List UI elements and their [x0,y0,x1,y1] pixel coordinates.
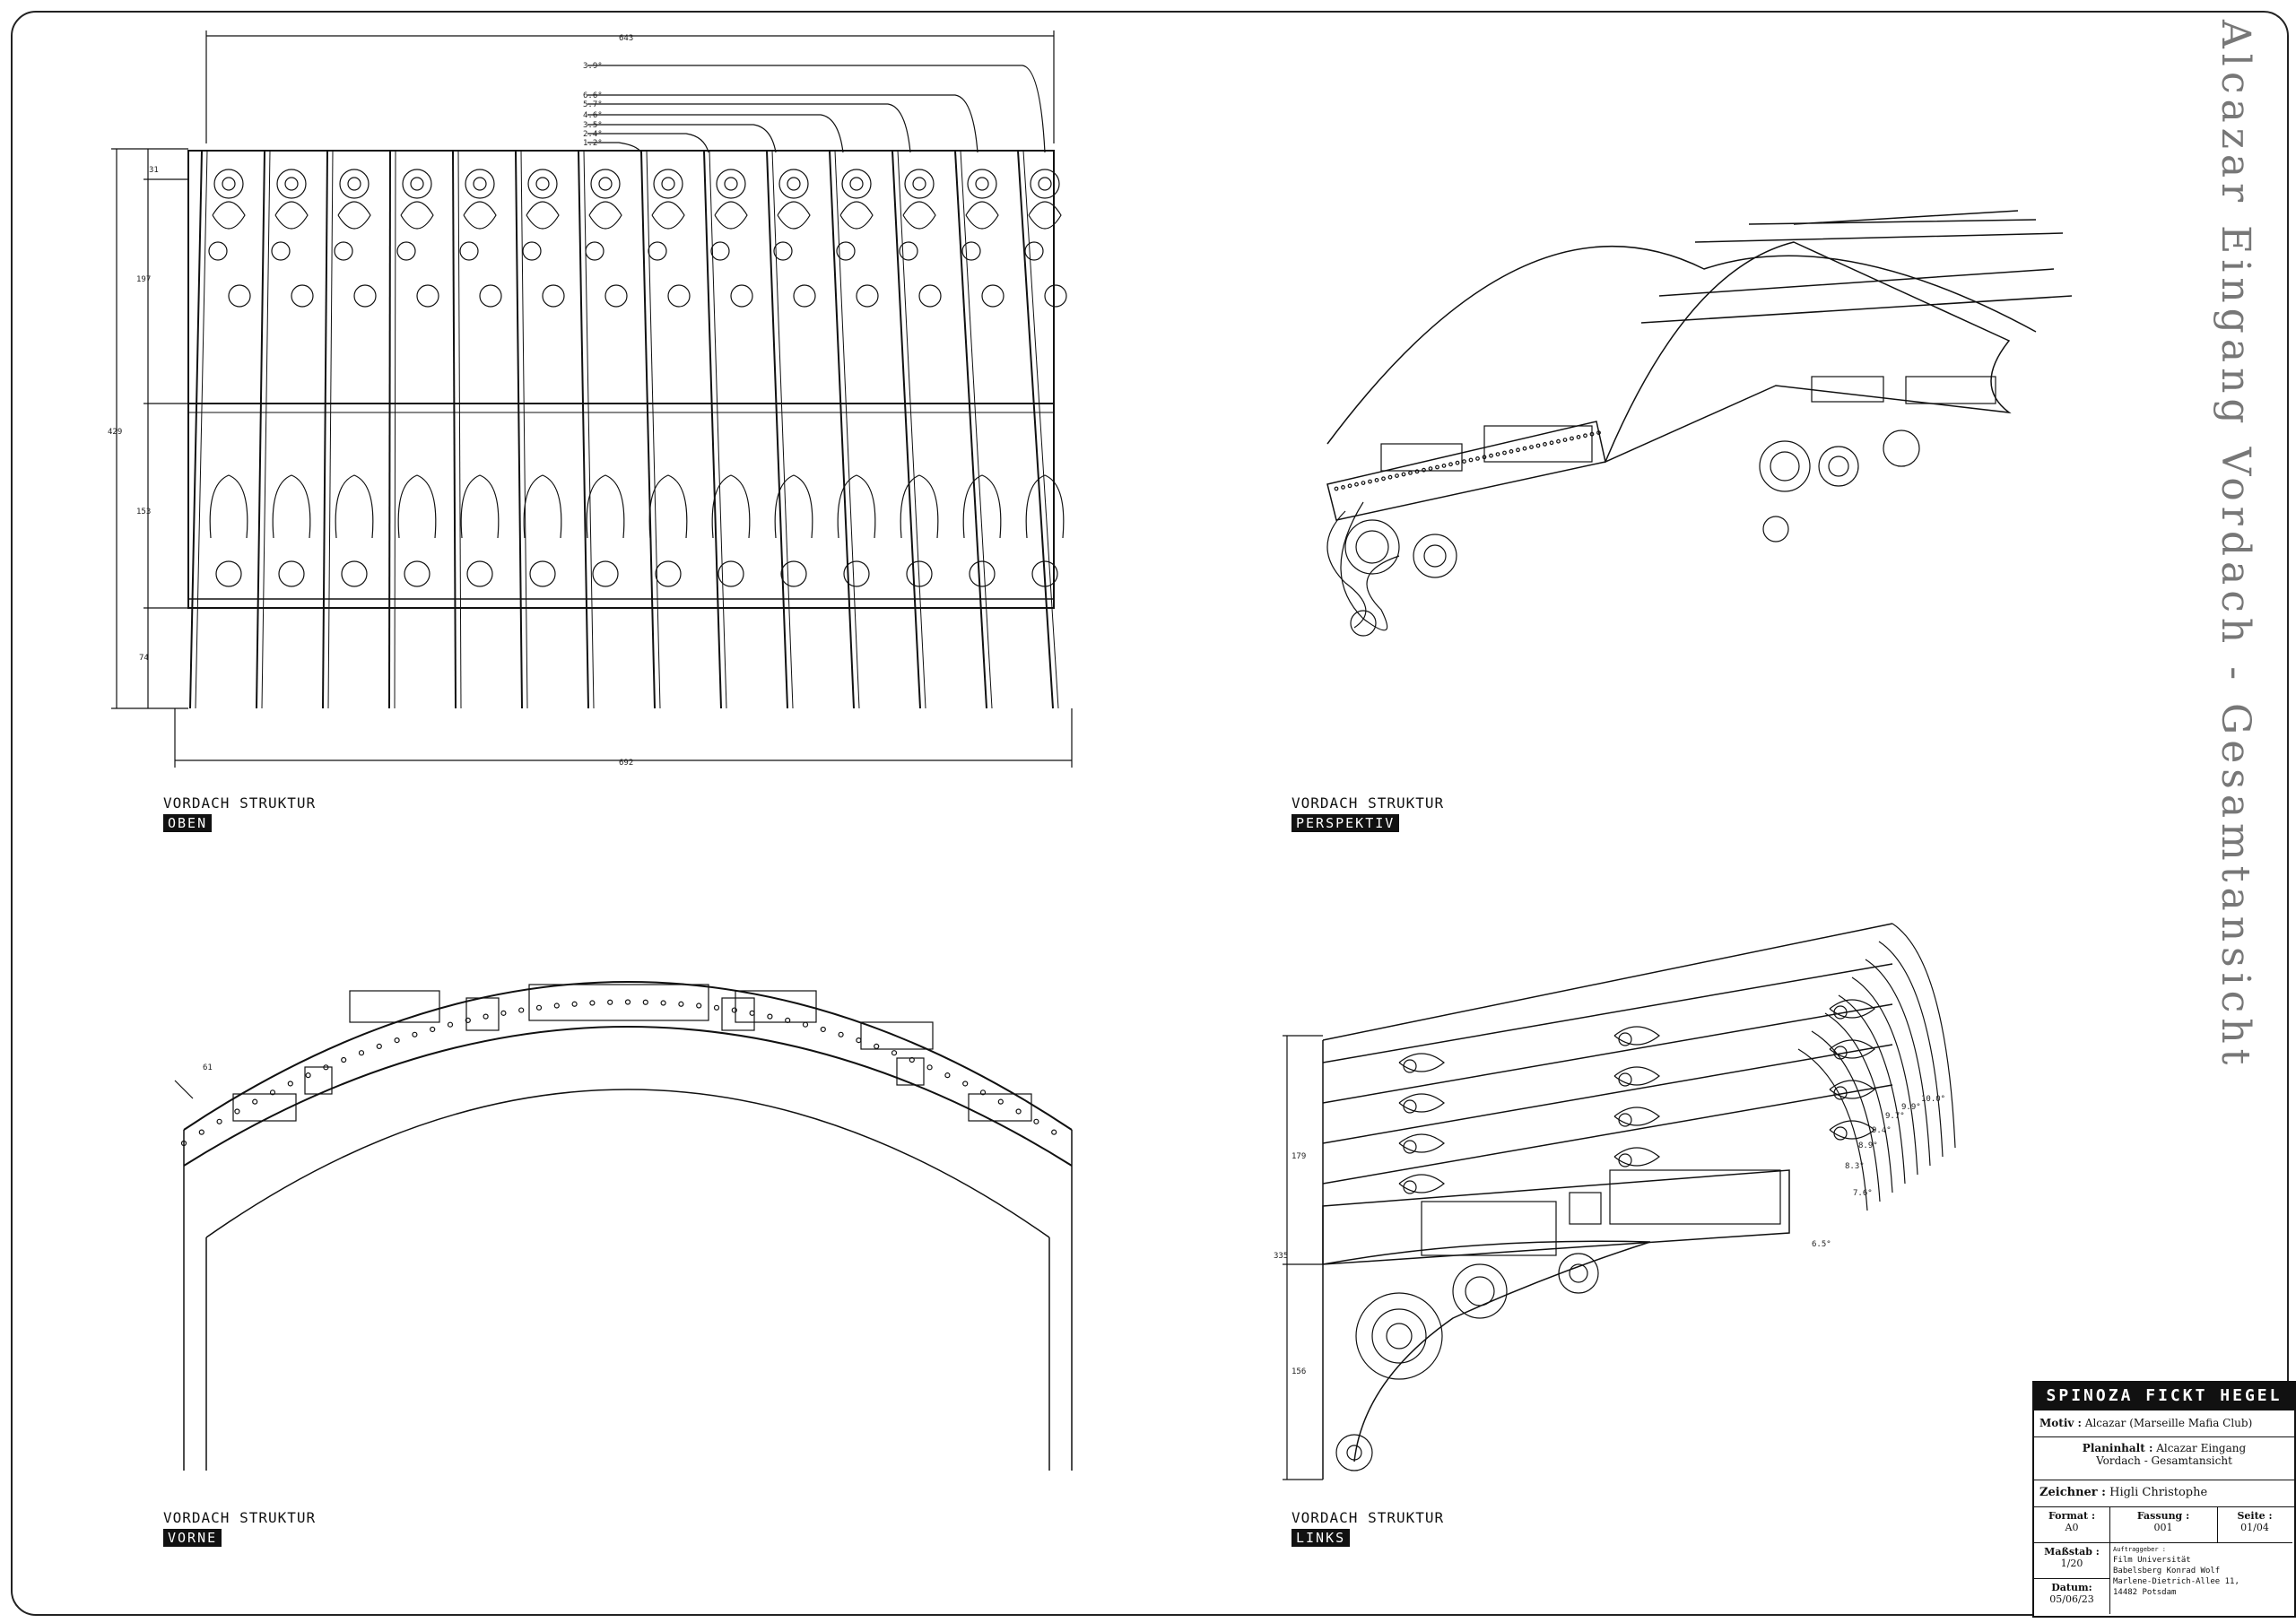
project-name: SPINOZA FICKT HEGEL [2034,1383,2294,1410]
auftraggeber-cell: Auftraggeber : Film Universität Babelsbe… [2113,1544,2289,1598]
dim-angle-7: 1.2° [583,139,603,148]
caption-subtitle: VORNE [163,1529,222,1547]
dim-side-angle-2: 9.9° [1901,1103,1921,1112]
zeichner-row: Zeichner : Higli Christophe [2034,1480,2294,1507]
motiv-row: Motiv : Alcazar (Marseille Mafia Club) [2034,1410,2294,1437]
format-label: Format : [2048,1510,2096,1522]
caption-title: VORDACH STRUKTUR [163,1509,317,1526]
auftraggeber-line: Babelsberg Konrad Wolf [2113,1567,2221,1575]
caption-title: VORDACH STRUKTUR [1292,1509,1445,1526]
dim-angle-5: 3.5° [583,121,603,130]
motiv-label: Motiv : [2039,1417,2082,1429]
dim-side-angle-5: 8.9° [1858,1141,1878,1150]
format-value: A0 [2065,1522,2079,1533]
title-block: SPINOZA FICKT HEGEL Motiv : Alcazar (Mar… [2032,1381,2296,1618]
fassung-label: Fassung : [2136,1510,2190,1522]
massstab-label: Maßstab : [2044,1546,2100,1558]
dim-angle-4: 4.6° [583,111,603,120]
datum-label: Datum: [2051,1582,2092,1593]
format-cell: Format : A0 [2034,1506,2110,1543]
dim-seg-2: 197 [136,275,151,284]
dim-side-angle-3: 9.7° [1885,1112,1905,1121]
caption-perspective-view: VORDACH STRUKTUR PERSPEKTIV [1292,794,1444,832]
fassung-value: 001 [2153,1522,2173,1533]
dim-angle-6: 2.4° [583,130,603,139]
caption-front-view: VORDACH STRUKTUR VORNE [163,1509,316,1547]
dim-side-angle-6: 8.3° [1845,1162,1865,1171]
perspective-view-drawing [1326,210,2073,637]
datum-value: 05/06/23 [2049,1593,2094,1605]
dim-seg-3: 153 [136,508,151,516]
caption-title: VORDACH STRUKTUR [1292,794,1445,812]
top-view-drawing [111,30,1073,768]
massstab-cell: Maßstab : 1/20 [2034,1542,2110,1579]
datum-cell: Datum: 05/06/23 [2034,1578,2110,1614]
fassung-cell: Fassung : 001 [2109,1506,2218,1543]
seite-cell: Seite : 01/04 [2217,1506,2292,1543]
caption-subtitle: OBEN [163,814,213,832]
zeichner-label: Zeichner : [2039,1486,2106,1499]
sheet-title-vertical: Alcazar Eingang Vordach - Gesamtansicht [2213,20,2262,1141]
caption-title: VORDACH STRUKTUR [163,794,317,812]
dim-height-total: 429 [108,428,122,437]
auftraggeber-line: Film Universität [2113,1556,2191,1565]
dim-side-seg-2: 156 [1292,1367,1306,1376]
dim-angle-3: 5.7° [583,100,603,109]
dim-side-seg-1: 179 [1292,1152,1306,1161]
massstab-value: 1/20 [2060,1558,2083,1569]
dim-width-bottom: 692 [619,759,633,768]
caption-side-view: VORDACH STRUKTUR LINKS [1292,1509,1444,1547]
planinhalt-label: Planinhalt : [2082,1442,2153,1454]
dim-side-angle-8: 6.5° [1812,1240,1831,1249]
caption-top-view: VORDACH STRUKTUR OBEN [163,794,316,832]
seite-label: Seite : [2237,1510,2273,1522]
auftraggeber-line: 14482 Potsdam [2113,1588,2177,1597]
planinhalt-value-1: Alcazar Eingang [2156,1442,2247,1454]
side-view-drawing [1283,923,1956,1480]
motiv-value: Alcazar (Marseille Mafia Club) [2084,1417,2253,1429]
dim-side-height: 335 [1274,1252,1288,1261]
dim-angle-1: 3.9° [583,62,603,71]
auftraggeber-label: Auftraggeber : [2113,1546,2167,1553]
zeichner-value: Higli Christophe [2109,1486,2208,1499]
dim-side-angle-7: 7.6° [1853,1189,1873,1198]
dim-seg-4: 74 [139,654,149,663]
caption-subtitle: LINKS [1292,1529,1351,1547]
auftraggeber-line: Marlene-Dietrich-Allee 11, [2113,1577,2239,1586]
planinhalt-row: Planinhalt : Alcazar Eingang Vordach - G… [2034,1436,2294,1480]
sheet-title-text: Alcazar Eingang Vordach - Gesamtansicht [2213,20,2258,1071]
planinhalt-value-2: Vordach - Gesamtansicht [2096,1454,2232,1467]
dim-side-angle-1: 10.0° [1921,1095,1945,1104]
front-view-drawing [174,981,1073,1471]
dimension-labels: 643 692 429 31 197 153 74 3.9° 6.6° 5.7°… [108,34,1945,1376]
dim-front-61: 61 [203,1063,213,1072]
dim-side-angle-4: 9.4° [1872,1126,1892,1135]
dim-seg-1: 31 [149,166,159,175]
dim-width-top: 643 [619,34,633,43]
dim-angle-2: 6.6° [583,91,603,100]
seite-value: 01/04 [2240,1522,2269,1533]
caption-subtitle: PERSPEKTIV [1292,814,1400,832]
